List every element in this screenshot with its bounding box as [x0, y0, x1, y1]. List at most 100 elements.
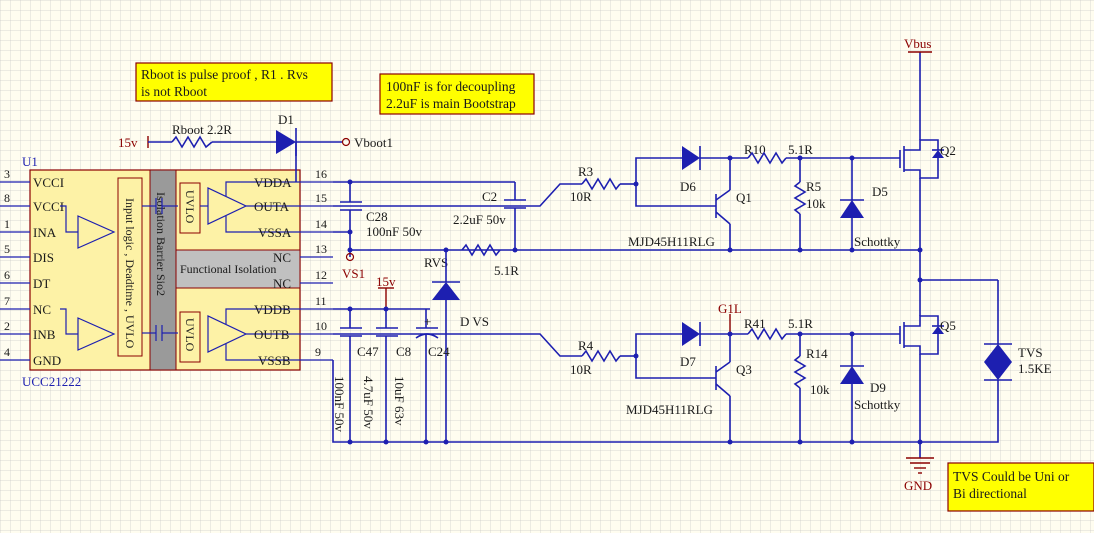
net-dvs: D VS — [460, 314, 489, 329]
pin-name-gnd: GND — [33, 353, 61, 368]
pin-name-nc-12: NC — [273, 276, 291, 291]
lower-decoupling: 15v C47 100nF 50v C8 4.7uF 50v + C24 10u… — [332, 274, 920, 445]
pin-num-14: 14 — [315, 217, 327, 231]
pin-num-7: 7 — [4, 294, 10, 308]
c2-value: 2.2uF 50v — [453, 212, 506, 227]
logic-label: Input logic , Deadtime , UVLO — [123, 198, 137, 349]
isolation-barrier — [149, 169, 177, 371]
c47-ref: C47 — [357, 344, 379, 359]
pin-name-outa: OUTA — [254, 199, 290, 214]
net-gnd: GND — [904, 478, 932, 493]
c8-value: 4.7uF 50v — [361, 376, 376, 429]
svg-text:+: + — [424, 314, 431, 329]
schottky-2: Schottky — [854, 397, 901, 412]
d1-ref: D1 — [278, 112, 294, 127]
q3-part: MJD45H11RLG — [626, 402, 713, 417]
net-vs1: VS1 — [342, 266, 365, 281]
net-15v-top: 15v — [118, 135, 138, 150]
note-decoupling-line1: 100nF is for decoupling — [386, 79, 516, 94]
pin-name-nc-left: NC — [33, 302, 51, 317]
rboot-label: Rboot 2.2R — [172, 122, 232, 137]
d6-ref: D6 — [680, 179, 696, 194]
r3-value: 10R — [570, 189, 592, 204]
pin-num-13: 13 — [315, 242, 327, 256]
uvlo-a: UVLO — [183, 190, 197, 224]
r4-value: 10R — [570, 362, 592, 377]
uvlo-b: UVLO — [183, 318, 197, 352]
d9-diode-icon — [840, 366, 864, 384]
d5-ref: D5 — [872, 184, 888, 199]
bootstrap-supply: 15v Rboot 2.2R D1 Vboot1 — [118, 112, 393, 182]
c8-ref: C8 — [396, 344, 411, 359]
q3-ref: Q3 — [736, 362, 752, 377]
r41-ref: R41 — [744, 316, 766, 331]
pin-num-16: 16 — [315, 167, 327, 181]
pin-name-dt: DT — [33, 276, 50, 291]
r5-resistor-icon — [793, 181, 807, 215]
rboot-value: 2.2R — [207, 122, 232, 137]
func-iso-label: Functional Isolation — [180, 262, 276, 276]
q5-mosfet: Q5 — [899, 280, 956, 458]
c28-value: 100nF 50v — [366, 224, 422, 239]
r10-resistor-icon — [747, 151, 787, 165]
pin-num-15: 15 — [315, 191, 327, 205]
note-decoupling: 100nF is for decoupling 2.2uF is main Bo… — [379, 73, 535, 115]
pin-num-8: 8 — [4, 191, 10, 205]
rvs-value: 5.1R — [494, 263, 519, 278]
c47-value: 100nF 50v — [332, 376, 347, 432]
r14-resistor-icon — [793, 355, 807, 389]
d5-diode-icon — [840, 200, 864, 218]
c24-value: 10uF 63v — [392, 376, 407, 426]
r3-resistor-icon — [581, 177, 621, 191]
q2-mosfet: Vbus Q2 — [899, 36, 998, 283]
r41-resistor-icon — [747, 327, 787, 341]
tvs-ref: TVS — [1018, 345, 1043, 360]
rvs-ref: RVS — [424, 255, 448, 270]
pin-num-10: 10 — [315, 319, 327, 333]
rvs-resistor-icon — [461, 243, 501, 257]
vs1-port — [345, 252, 355, 262]
ic-ref: U1 — [22, 154, 38, 169]
r3-ref: R3 — [578, 164, 593, 179]
pin-num-5: 5 — [4, 242, 10, 256]
net-vbus: Vbus — [904, 36, 931, 51]
note-tvs: TVS Could be Uni or Bi directional — [947, 462, 1094, 512]
upper-decoupling: C28 100nF 50v C2 2.2uF 50v VS1 RVS 5.1R … — [333, 179, 920, 442]
r5-ref: R5 — [806, 179, 821, 194]
r14-ref: R14 — [806, 346, 828, 361]
dvs-diode-icon — [432, 282, 460, 300]
c2-ref: C2 — [482, 189, 497, 204]
barrier-label: Isolation Barrier Sio2 — [154, 192, 168, 296]
d7-diode-icon — [682, 322, 700, 346]
rboot-ref: Rboot — [172, 122, 204, 137]
tvs-value: 1.5KE — [1018, 361, 1052, 376]
pin-num-12: 12 — [315, 268, 327, 282]
d1-diode-icon — [276, 130, 296, 154]
d9-ref: D9 — [870, 380, 886, 395]
note-rboot: Rboot is pulse proof , R1 . Rvs is not R… — [135, 62, 333, 102]
schottky-1: Schottky — [854, 234, 901, 249]
ic-part: UCC21222 — [22, 374, 81, 389]
net-g1l: G1L — [718, 301, 742, 316]
pin-name-outb: OUTB — [254, 327, 290, 342]
pin-num-1: 1 — [4, 217, 10, 231]
pin-name-vssa: VSSA — [258, 225, 292, 240]
pin-name-nc-13: NC — [273, 250, 291, 265]
r14-value: 10k — [810, 382, 830, 397]
pin-num-6: 6 — [4, 268, 10, 282]
note-rboot-line2: is not Rboot — [141, 84, 207, 99]
ic-u1: U1 UCC21222 3 8 1 5 6 7 2 4 VCCI VCCI IN… — [0, 154, 333, 389]
rboot-resistor-icon — [171, 135, 213, 149]
tvs-diode: TVS 1.5KE — [920, 280, 1052, 443]
logic-block — [117, 177, 143, 357]
c24-ref: C24 — [428, 344, 450, 359]
r10-value: 5.1R — [788, 142, 813, 157]
tvs-diode-icon — [984, 344, 1012, 362]
pin-num-9: 9 — [315, 345, 321, 359]
driver-b-icon — [207, 315, 248, 353]
pin-num-2: 2 — [4, 319, 10, 333]
pin-name-vddb: VDDB — [254, 302, 291, 317]
q2-ref: Q2 — [940, 143, 956, 158]
note-decoupling-line2: 2.2uF is main Bootstrap — [386, 96, 516, 111]
d7-ref: D7 — [680, 354, 696, 369]
